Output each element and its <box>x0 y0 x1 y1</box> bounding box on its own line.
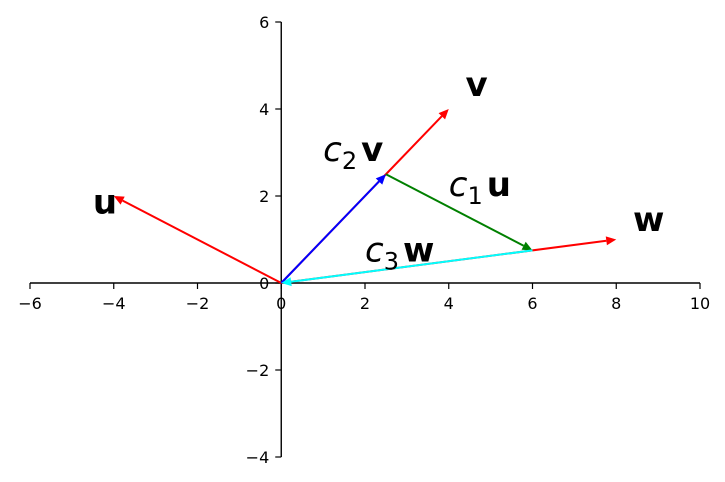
label-c3w-subscript: 3 <box>384 247 399 275</box>
vector-c1u-arrowhead <box>521 241 533 251</box>
label-c1u-coef: c <box>449 165 468 205</box>
x-tick-label: 4 <box>444 294 454 313</box>
label-c2v-coef: c <box>323 130 342 170</box>
vector-u-arrowhead <box>113 196 125 205</box>
label-c2v-subscript: 2 <box>342 147 357 175</box>
x-tick-label: 8 <box>611 294 621 313</box>
vector-c2v <box>280 174 386 284</box>
label-c3w-coef: c <box>365 230 384 270</box>
vector-c2v-shaft <box>280 180 380 284</box>
y-tick-label: 4 <box>259 100 269 119</box>
y-tick-label: 0 <box>259 274 269 293</box>
x-tick-label: 10 <box>690 294 710 313</box>
vector-u-shaft <box>122 199 282 284</box>
vector-u <box>113 196 282 284</box>
x-tick-label: 6 <box>527 294 537 313</box>
label-u-vector: u <box>93 182 117 222</box>
vector-v-arrowhead <box>438 109 449 120</box>
label-c1u-vector: u <box>487 165 511 205</box>
x-tick-label: −6 <box>18 294 42 313</box>
y-tick-label: −2 <box>246 361 270 380</box>
y-tick-label: 2 <box>259 187 269 206</box>
label-c3w-vector: w <box>403 230 434 270</box>
label-v-vector: v <box>466 65 488 105</box>
x-tick-label: 2 <box>360 294 370 313</box>
vectors <box>113 109 617 287</box>
x-tick-label: −2 <box>186 294 210 313</box>
label-u: u <box>93 182 117 222</box>
y-tick-label: −4 <box>246 448 270 467</box>
vector-c3w-arrowhead <box>281 277 292 287</box>
vector-c3w-shaft <box>291 249 533 283</box>
y-tick-label: 6 <box>259 13 269 32</box>
label-c2v-vector: v <box>361 130 383 170</box>
vector-c1u-shaft <box>385 173 525 247</box>
x-tick-label: −4 <box>102 294 126 313</box>
vector-c1u <box>385 173 533 251</box>
vector-c2v-arrowhead <box>375 174 386 185</box>
label-c1u-subscript: 1 <box>467 182 482 210</box>
vector-w-arrowhead <box>605 236 617 246</box>
label-v: v <box>466 65 488 105</box>
label-w: w <box>633 200 664 240</box>
vector-c3w <box>281 249 533 287</box>
label-w-vector: w <box>633 200 664 240</box>
ticks: −6 −4 −2 0 2 4 6 8 10 −4 −2 0 2 4 6 <box>18 13 710 467</box>
x-tick-label: 0 <box>276 294 286 313</box>
